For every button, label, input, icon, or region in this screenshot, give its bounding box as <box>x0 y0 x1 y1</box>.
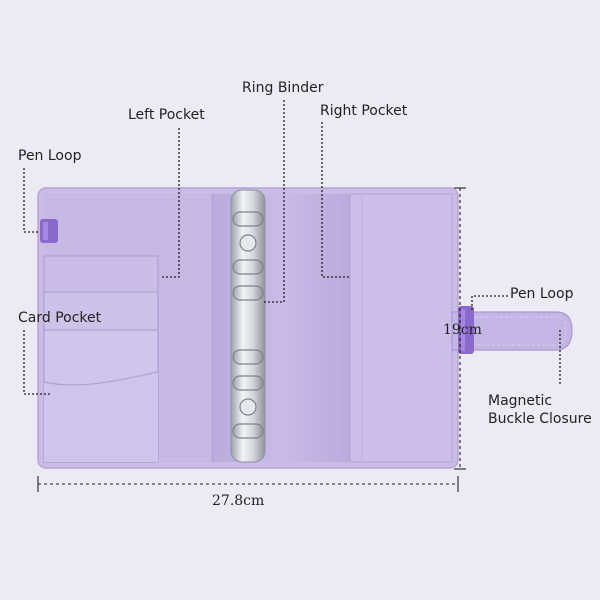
dimension-lines <box>37 187 466 492</box>
ring-1 <box>232 211 264 227</box>
rings <box>232 211 264 439</box>
ring-mechanism-plate <box>230 189 266 463</box>
label-ring-binder: Ring Binder <box>242 80 324 96</box>
leader-card-pocket <box>23 330 52 395</box>
label-right-pocket: Right Pocket <box>320 103 408 119</box>
leader-ring-binder <box>262 100 285 303</box>
dimension-height: 19cm <box>443 322 482 338</box>
leader-pen-loop-right <box>471 295 508 312</box>
label-pen-loop-right: Pen Loop <box>510 286 574 302</box>
magnetic-buckle-strap <box>451 311 573 351</box>
leader-right-pocket <box>321 122 350 278</box>
right-pocket <box>349 193 453 463</box>
pen-loop-left-highlight <box>43 222 48 240</box>
label-left-pocket: Left Pocket <box>128 107 205 123</box>
label-card-pocket: Card Pocket <box>18 310 102 326</box>
label-magnetic-line2: Buckle Closure <box>488 411 592 427</box>
ring-button-bottom <box>239 398 257 416</box>
ring-4 <box>232 349 264 365</box>
leader-pen-loop-left <box>23 168 40 233</box>
leader-left-pocket <box>160 128 180 278</box>
pen-loop-left-strap <box>40 219 58 243</box>
card-pocket-front <box>44 373 158 462</box>
buckle-stitch <box>470 316 567 346</box>
leader-lines <box>23 100 561 395</box>
ring-button-top <box>239 234 257 252</box>
label-pen-loop-left: Pen Loop <box>18 148 82 164</box>
ring-2 <box>232 259 264 275</box>
ring-5 <box>232 375 264 391</box>
card-pocket-curve <box>43 371 159 386</box>
ring-3 <box>232 285 264 301</box>
pen-loop-right-highlight <box>461 309 465 351</box>
ring-6 <box>232 423 264 439</box>
dimension-width: 27.8cm <box>212 493 265 509</box>
label-magnetic-line1: Magnetic <box>488 393 553 409</box>
